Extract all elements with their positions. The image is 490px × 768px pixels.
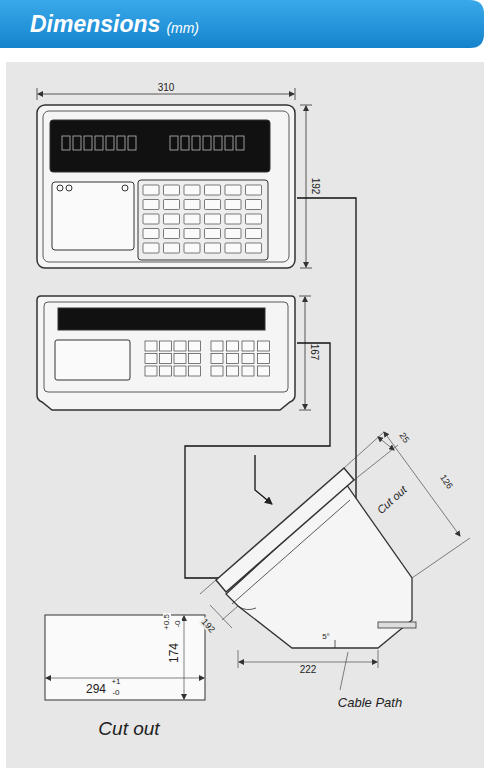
unit-note: (mm) <box>166 21 199 35</box>
dimension-value: 222 <box>300 665 317 675</box>
dimension-value: 294 <box>86 683 106 695</box>
dimension-value: 167 <box>309 344 319 361</box>
heading: Dimensions <box>30 13 160 36</box>
dimension-lines <box>37 88 312 410</box>
dimension-value: 192 <box>310 178 320 195</box>
indicator-front-view <box>37 105 295 268</box>
dimension-value: -0 <box>112 689 119 697</box>
cut-out-view <box>45 615 205 700</box>
side-view <box>200 432 470 690</box>
indicator-front-view-2 <box>37 296 295 410</box>
dimension-value: 5° <box>322 633 330 641</box>
dimension-value: 174 <box>168 642 180 664</box>
panel <box>6 62 484 768</box>
view-label: Cable Path <box>338 696 402 709</box>
dimension-value: +1 <box>111 678 120 686</box>
dimension-value: -0 <box>174 619 182 628</box>
header-bar <box>0 0 484 48</box>
view-label: Cut out <box>98 719 159 738</box>
dimension-value: +0.5 <box>163 613 171 631</box>
dimension-value: 310 <box>158 83 175 93</box>
